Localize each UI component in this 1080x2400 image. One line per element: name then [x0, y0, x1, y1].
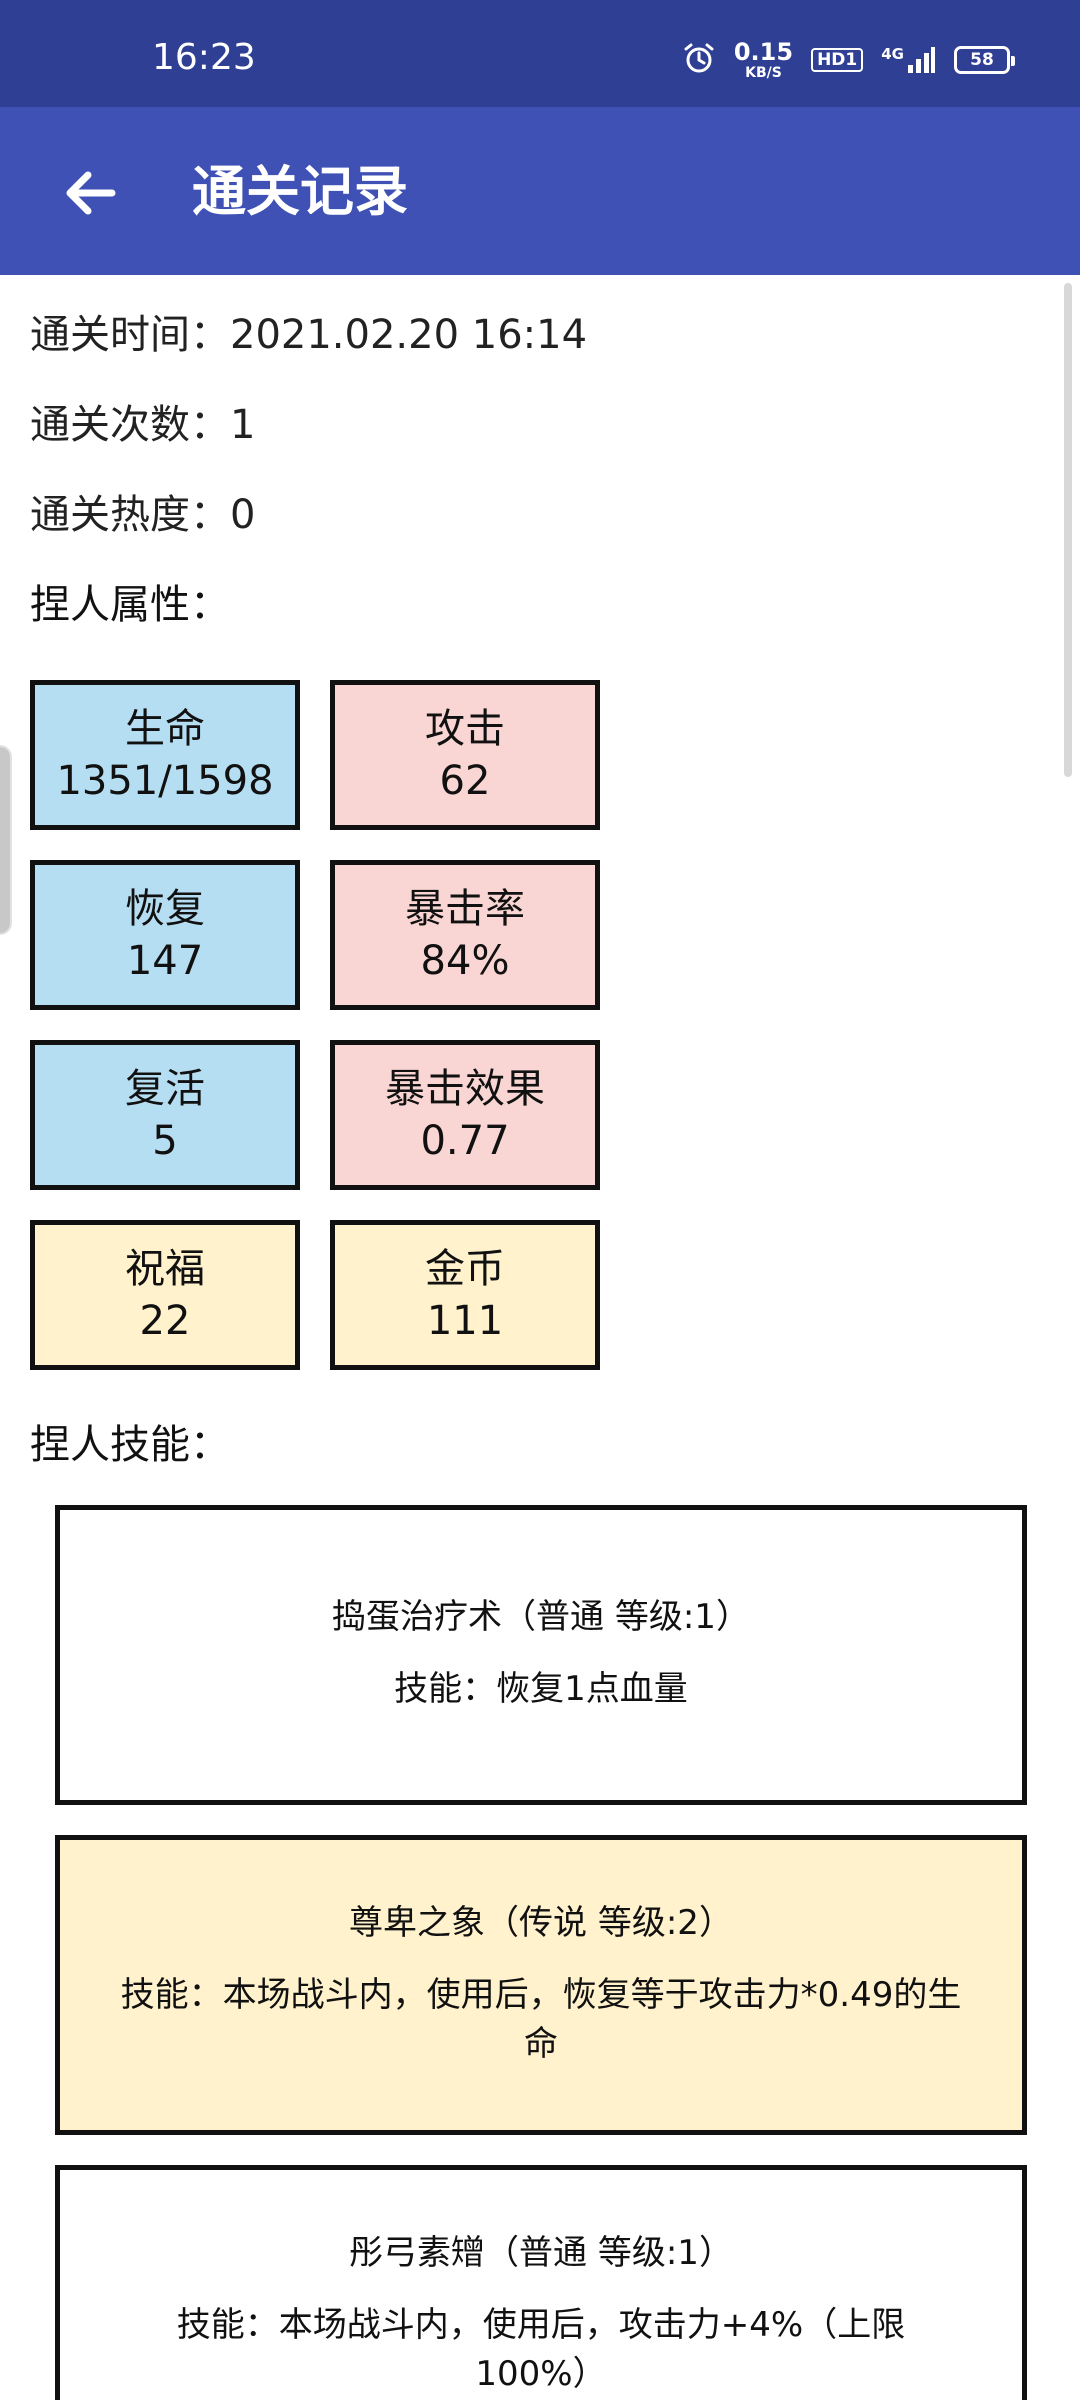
stat-value: 22 — [139, 1298, 191, 1344]
clear-time-label: 通关时间： — [30, 312, 230, 358]
stat-name: 暴击效果 — [385, 1066, 545, 1112]
stat-name: 暴击率 — [405, 886, 525, 932]
stat-value: 5 — [152, 1118, 178, 1164]
stat-value: 147 — [126, 938, 204, 984]
scrollbar[interactable] — [1064, 283, 1072, 777]
stat-name: 攻击 — [425, 706, 505, 752]
status-bar: 16:23 0.15 KB/S HD1 4G 58 — [0, 0, 1080, 107]
alarm-icon — [682, 41, 716, 79]
hd-badge: HD1 — [811, 47, 864, 73]
stat-recovery: 恢复 147 — [30, 860, 300, 1010]
record-content[interactable]: 通关时间：2021.02.20 16:14 通关次数：1 通关热度：0 捏人属性… — [0, 275, 1080, 2400]
skill-description: 技能：本场战斗内，使用后，恢复等于攻击力*0.49的生命 — [120, 1974, 962, 2065]
back-arrow-icon — [66, 171, 116, 215]
skill-title: 尊卑之象（传说 等级:2） — [349, 1902, 733, 1943]
app-bar: 通关记录 — [0, 107, 1080, 275]
skills-heading: 捏人技能： — [30, 1422, 230, 1468]
signal-icon: 4G — [881, 45, 936, 75]
stat-gold: 金币 111 — [330, 1220, 600, 1370]
clear-count-row: 通关次数：1 — [30, 405, 255, 445]
stat-crit-effect: 暴击效果 0.77 — [330, 1040, 600, 1190]
clear-count-label: 通关次数： — [30, 402, 230, 448]
stat-name: 生命 — [125, 706, 205, 752]
network-speed: 0.15 KB/S — [733, 38, 794, 81]
heat-row: 通关热度：0 — [30, 495, 255, 535]
stat-name: 恢复 — [125, 886, 205, 932]
stat-crit-rate: 暴击率 84% — [330, 860, 600, 1010]
status-time: 16:23 — [152, 37, 256, 78]
page-title: 通关记录 — [192, 160, 408, 223]
skill-title: 彤弓素矰（普通 等级:1） — [349, 2232, 733, 2273]
signal-label: 4G — [881, 45, 904, 63]
stat-value: 1351/1598 — [56, 758, 274, 804]
heat-label: 通关热度： — [30, 492, 230, 538]
edge-handle[interactable] — [0, 745, 12, 935]
stat-value: 62 — [439, 758, 491, 804]
battery-icon: 58 — [954, 46, 1015, 74]
stat-name: 复活 — [125, 1066, 205, 1112]
stat-name: 金币 — [425, 1246, 505, 1292]
clear-time-value: 2021.02.20 16:14 — [230, 312, 588, 358]
skill-card[interactable]: 尊卑之象（传说 等级:2） 技能：本场战斗内，使用后，恢复等于攻击力*0.49的… — [55, 1835, 1027, 2135]
skill-card[interactable]: 彤弓素矰（普通 等级:1） 技能：本场战斗内，使用后，攻击力+4%（上限100%… — [55, 2165, 1027, 2400]
skill-card[interactable]: 捣蛋治疗术（普通 等级:1） 技能：恢复1点血量 — [55, 1505, 1027, 1805]
back-button[interactable] — [50, 153, 130, 233]
clear-time-row: 通关时间：2021.02.20 16:14 — [30, 315, 587, 355]
stat-value: 111 — [426, 1298, 504, 1344]
stat-blessing: 祝福 22 — [30, 1220, 300, 1370]
stat-value: 0.77 — [420, 1118, 510, 1164]
stat-name: 祝福 — [125, 1246, 205, 1292]
stat-hp: 生命 1351/1598 — [30, 680, 300, 830]
status-icons: 0.15 KB/S HD1 4G 58 — [682, 38, 1015, 81]
stat-value: 84% — [420, 938, 510, 984]
skill-description: 技能：本场战斗内，使用后，攻击力+4%（上限100%） — [176, 2304, 906, 2395]
stat-revive: 复活 5 — [30, 1040, 300, 1190]
stat-attack: 攻击 62 — [330, 680, 600, 830]
attributes-heading: 捏人属性： — [30, 582, 230, 628]
skill-description: 技能：恢复1点血量 — [394, 1669, 688, 1710]
skill-title: 捣蛋治疗术（普通 等级:1） — [332, 1597, 750, 1638]
heat-value: 0 — [230, 492, 256, 538]
clear-count-value: 1 — [230, 402, 256, 448]
